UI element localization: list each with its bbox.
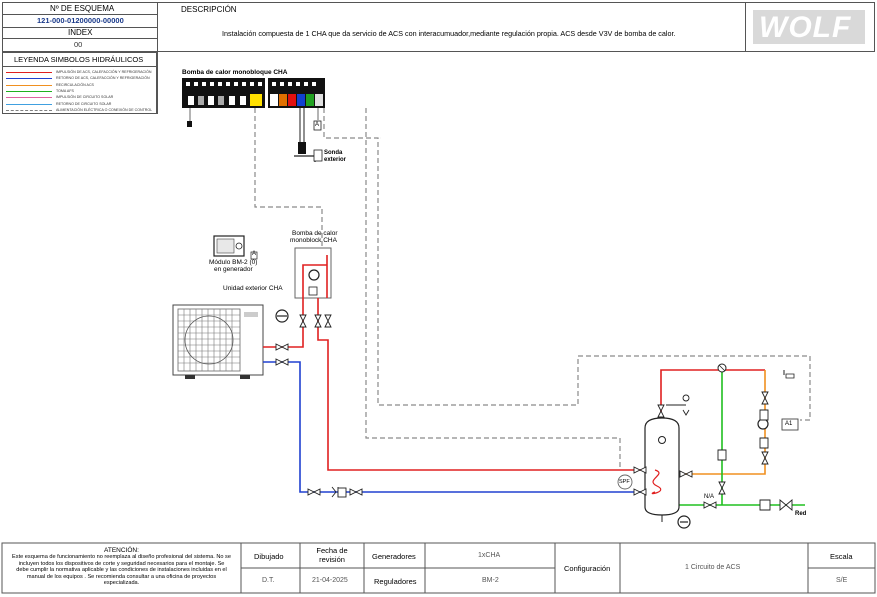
generators-value: 1xCHA <box>478 552 501 559</box>
a1-box <box>781 418 799 431</box>
legend-box <box>2 52 157 114</box>
config-label: Configuración <box>564 564 611 573</box>
drawn-value: D.T. <box>262 577 275 584</box>
attention-line: especializada. <box>103 580 140 587</box>
legend-title: LEYENDA SIMBOLOS HIDRÁULICOS <box>14 55 144 64</box>
legend-label: IMPULSIÓN DE ACS, CALEFACCIÓN Y REFRIGER… <box>56 70 152 74</box>
index-row-line-2 <box>2 38 157 39</box>
cold-water-pipes <box>661 370 805 506</box>
date-value: 21-04-2025 <box>312 577 348 584</box>
return-pipes <box>263 361 659 493</box>
legend-label: TOMA AFS <box>56 88 74 93</box>
supply-pipes <box>263 255 765 471</box>
valves <box>275 314 769 509</box>
outdoor-label: Unidad exterior CHA <box>223 285 283 292</box>
scale-value: S/E <box>836 577 848 584</box>
legend-label: RETORNO DE ACS, CALEFACCIÓN Y REFRIGERAC… <box>56 76 150 81</box>
control-board <box>182 78 325 162</box>
shower-head <box>783 370 795 379</box>
module-label-1: Módulo BM-2 (0) <box>209 259 258 266</box>
scheme-box-divider <box>157 2 158 114</box>
sensor-label-2: exterior <box>324 157 347 163</box>
attention-line: manual de los equipos . Se recomienda co… <box>26 573 217 580</box>
scheme-row-line <box>2 14 157 15</box>
scheme-label: Nº DE ESQUEMA <box>50 4 115 13</box>
safety-group <box>666 394 690 416</box>
legend-swatch <box>6 90 52 92</box>
spf-label: SPF <box>619 479 630 485</box>
scheme-number: 121-000-01200000-00000 <box>37 16 124 25</box>
attention-title: ATENCIÓN: <box>104 547 139 554</box>
box-tag: A <box>315 122 320 128</box>
footer-grid <box>1 542 876 594</box>
regulators-value: BM-2 <box>482 577 499 584</box>
mixing-valve <box>717 363 727 373</box>
legend-swatch <box>6 72 52 73</box>
date-label: Fecha de revisión <box>316 546 348 564</box>
legend-title-line <box>2 66 157 67</box>
wolf-logo-text: WOLF <box>759 11 852 44</box>
legend-swatch <box>6 84 52 86</box>
description-label: DESCRIPCIÓN <box>181 5 237 14</box>
dhw-tank <box>644 417 691 529</box>
bm2-module <box>213 235 258 260</box>
legend-swatch <box>6 97 52 99</box>
legend-label: IMPULSIÓN DE CIRCUITO SOLAR <box>56 95 114 100</box>
config-value: 1 Circuito de ACS <box>685 564 741 571</box>
legend-label: RECIRCULACIÓN ACS <box>56 82 94 87</box>
attention-text: Este esquema de funcionamiento no reempl… <box>4 554 239 587</box>
legend-swatch <box>6 103 52 105</box>
generators-label: Generadores <box>372 552 416 561</box>
outdoor-unit <box>172 304 264 379</box>
index-value: 00 <box>74 40 83 49</box>
hp-label-1: Bomba de calor <box>292 230 338 237</box>
legend-label: RETORNO DE CIRCUITO SOLAR <box>56 101 112 106</box>
regulators-label: Reguladores <box>374 577 417 586</box>
spf-sensor <box>617 474 633 490</box>
index-row-line <box>2 27 157 28</box>
module-tag: A <box>252 251 257 257</box>
description-text: Instalación compuesta de 1 CHA que da se… <box>222 29 676 38</box>
legend-label: ALIMENTACIÓN ELÉCTRICA O CONEXIÓN DE CON… <box>56 107 153 112</box>
attention-line: incluyen todos los dispositivos de corte… <box>18 560 225 567</box>
control-lines <box>254 108 811 470</box>
attention-line: debe cumplir la normativa aplicable y la… <box>16 567 227 574</box>
attention-line: Este esquema de funcionamiento no reempl… <box>12 554 231 560</box>
pumps <box>275 269 769 430</box>
check-valves <box>331 409 793 511</box>
legend-swatch <box>6 109 52 111</box>
hp-label-2: monoblock CHA <box>290 237 337 244</box>
legend-swatch <box>6 78 52 80</box>
wolf-logo: WOLF <box>753 10 865 44</box>
a1-label: A1 <box>785 421 793 427</box>
logo-divider <box>745 2 746 52</box>
index-label: INDEX <box>68 28 93 37</box>
control-board-title: Bomba de calor monobloque CHA <box>182 69 288 76</box>
drawn-label: Dibujado <box>254 552 284 561</box>
sensor-label-1: Sonda <box>324 150 343 156</box>
na-label: N/A <box>704 494 715 500</box>
recirculation-pipes <box>680 370 766 475</box>
scale-label: Escala <box>830 552 853 561</box>
red-label: Red <box>795 511 807 517</box>
module-label-2: en generador <box>214 266 253 273</box>
